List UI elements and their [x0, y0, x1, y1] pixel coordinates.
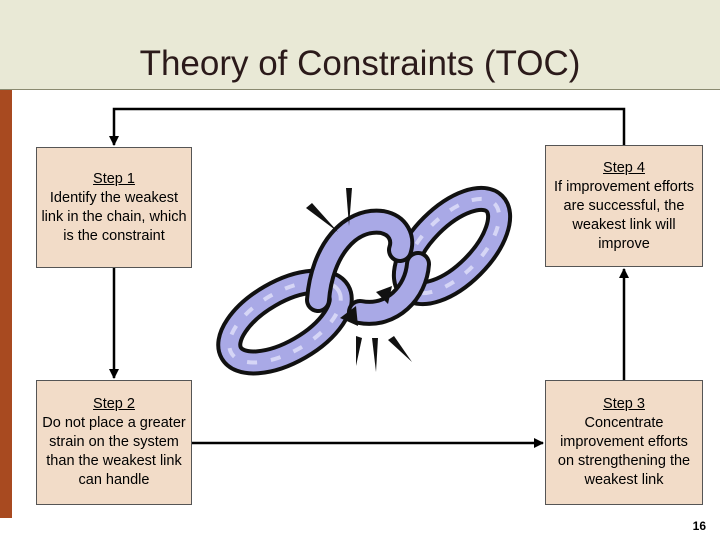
step-2-box: Step 2 Do not place a greater strain on …	[36, 380, 192, 505]
step-4-box: Step 4 If improvement efforts are succes…	[545, 145, 703, 267]
title-bar	[0, 0, 720, 90]
step-1-label: Step 1	[93, 170, 135, 187]
step-4-label: Step 4	[603, 159, 645, 176]
step-1-box: Step 1 Identify the weakest link in the …	[36, 147, 192, 268]
step-3-text: Concentrate improvement efforts on stren…	[557, 415, 691, 488]
step-3-label: Step 3	[603, 396, 645, 412]
left-accent-rule	[0, 90, 12, 518]
step-4-text: If improvement efforts are successful, t…	[554, 178, 694, 252]
broken-chain-icon	[216, 185, 513, 376]
step-2-label: Step 2	[93, 396, 135, 412]
page-title: Theory of Constraints (TOC)	[139, 44, 581, 83]
step-1-text: Identify the weakest link in the chain, …	[41, 189, 187, 244]
step-2-text: Do not place a greater strain on the sys…	[42, 415, 186, 488]
page-number: 16	[692, 519, 706, 533]
connector-step4-to-step1	[109, 107, 626, 146]
step-3-box: Step 3 Concentrate improvement efforts o…	[545, 380, 703, 505]
